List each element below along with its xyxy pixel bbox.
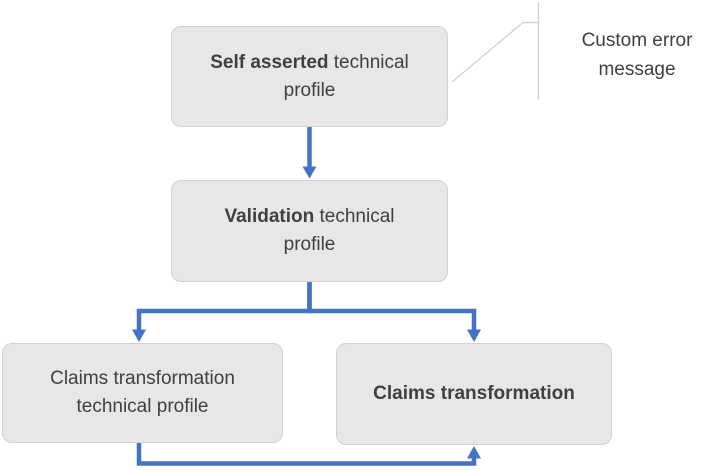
connector-validation-to-claims-transformation bbox=[307, 282, 477, 331]
box-text-bold: Claims transformation bbox=[373, 383, 575, 404]
box-text-bold: Validation bbox=[224, 206, 315, 227]
box-text-bold: Self asserted bbox=[210, 51, 329, 73]
flow-arrows bbox=[132, 127, 481, 466]
claims-transformation-box: Claims transformation bbox=[336, 343, 612, 445]
box-text-regular: technical bbox=[328, 51, 409, 73]
box-text-line: profile bbox=[283, 234, 336, 255]
validation-profile-box: Validation technical profile bbox=[171, 180, 448, 282]
arrowhead-to-claims-transformation-top bbox=[467, 329, 481, 342]
arrowhead-to-claims-profile bbox=[132, 329, 146, 342]
box-text-line: Claims transformation bbox=[50, 368, 235, 389]
connector-claims-profile-to-claims-transformation bbox=[136, 443, 477, 466]
callout-leader-lines bbox=[451, 2, 540, 100]
box-text-line: profile bbox=[283, 79, 336, 101]
custom-error-message-label: Custom error message bbox=[552, 26, 722, 84]
box-text-line: Self asserted technical bbox=[210, 49, 409, 77]
box-text-regular: technical bbox=[314, 206, 395, 227]
callout-text-line: message bbox=[598, 59, 676, 80]
arrowhead-to-claims-transformation-bottom bbox=[467, 446, 481, 459]
connector-validation-to-claims-profile bbox=[136, 282, 312, 331]
self-asserted-profile-box: Self asserted technical profile bbox=[171, 26, 448, 127]
callout-text-line: Custom error bbox=[581, 30, 693, 51]
callout-diagonal-line bbox=[451, 21, 539, 83]
claims-transformation-profile-box: Claims transformation technical profile bbox=[2, 343, 283, 443]
arrowhead-to-validation bbox=[302, 166, 317, 179]
box-text-line: Validation technical bbox=[224, 203, 394, 231]
box-text-line: Claims transformation bbox=[373, 380, 575, 408]
box-text-line: technical profile bbox=[76, 396, 209, 417]
